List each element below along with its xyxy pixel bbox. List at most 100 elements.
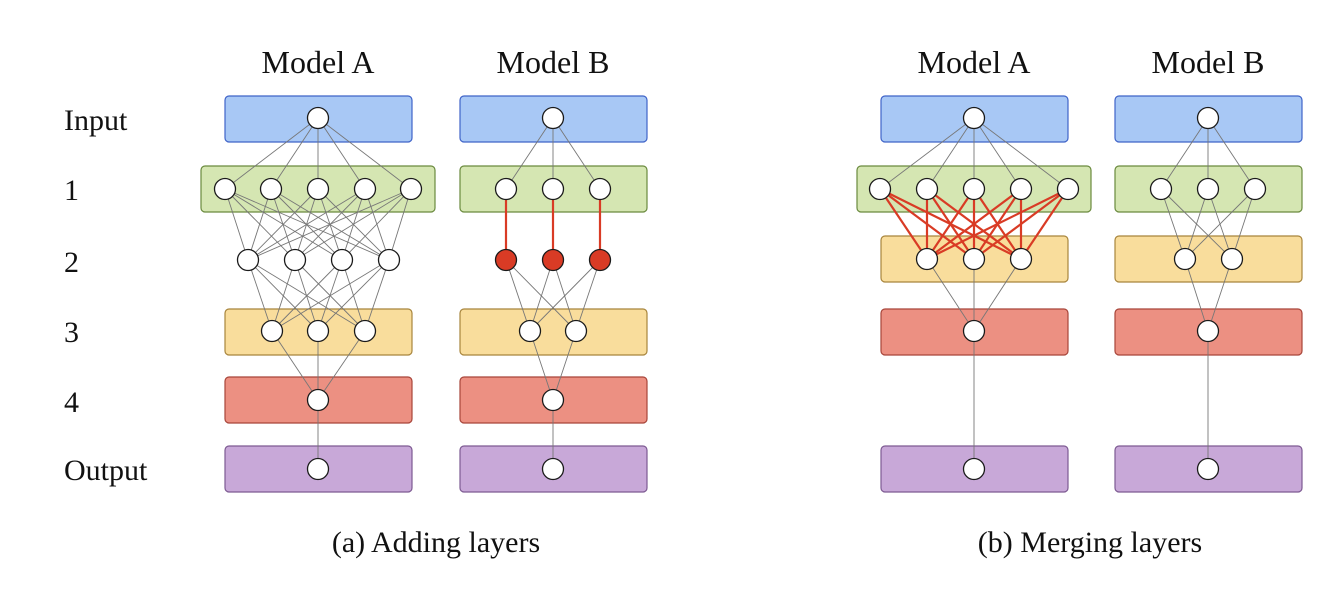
connection-edge (1184, 188, 1256, 260)
neuron-node (915, 177, 939, 201)
neuron-node (1009, 247, 1033, 271)
added-neuron-node (541, 248, 565, 272)
neuron-node (1056, 177, 1080, 201)
neuron-node (1196, 177, 1220, 201)
neuron-node (541, 457, 565, 481)
neuron-node (306, 106, 330, 130)
connection-edge (575, 259, 601, 332)
neuron-node (518, 319, 542, 343)
neuron-node (564, 319, 588, 343)
neuron-node (868, 177, 892, 201)
neuron-node (541, 388, 565, 412)
neuron-node (962, 177, 986, 201)
added-neuron-node (494, 248, 518, 272)
panel-a-caption: (a) Adding layers (332, 526, 540, 559)
connection-edge (364, 259, 390, 332)
neuron-node (259, 177, 283, 201)
connection-edge (973, 117, 1022, 190)
neuron-node (1196, 457, 1220, 481)
connection-edge (926, 258, 975, 332)
connection-edge (247, 188, 272, 261)
connection-edge (294, 188, 412, 261)
neuron-node (1243, 177, 1267, 201)
row-label-output: Output (64, 454, 148, 487)
connection-edge (247, 259, 319, 332)
neuron-node (588, 177, 612, 201)
connection-edge (529, 259, 601, 332)
neuron-node (1149, 177, 1173, 201)
panel-b-caption: (b) Merging layers (978, 526, 1202, 559)
neuron-node (962, 457, 986, 481)
connection-edge (505, 259, 577, 332)
connection-edge (1207, 117, 1256, 190)
neuron-node (541, 106, 565, 130)
neuron-node (1196, 106, 1220, 130)
row-label-input: Input (64, 104, 128, 137)
panel-a-model-a-header: Model A (262, 44, 375, 80)
connection-edge (529, 259, 554, 332)
connection-edge (317, 330, 366, 401)
neuron-node (1196, 319, 1220, 343)
merged-layer-edge (926, 188, 1069, 260)
row-label-2: 2 (64, 246, 79, 279)
panel-a-model-b-header: Model B (497, 44, 610, 80)
neuron-node (330, 248, 354, 272)
neuron-node (283, 248, 307, 272)
merged-layer-edge (973, 188, 1069, 260)
layer-box-3 (459, 308, 648, 356)
connection-edge (388, 188, 412, 261)
connection-edge (879, 117, 975, 190)
connection-edge (247, 259, 273, 332)
neuron-node (541, 177, 565, 201)
neuron-node (306, 319, 330, 343)
connection-edge (552, 330, 577, 401)
connection-edge (224, 117, 319, 190)
neuron-node (399, 177, 423, 201)
connection-edge (505, 117, 554, 190)
merged-layer-edge (1020, 188, 1069, 260)
connection-edge (973, 258, 1022, 332)
connection-edge (341, 188, 412, 261)
connection-edge (247, 188, 319, 261)
connection-edge (271, 330, 319, 401)
neuron-node (494, 177, 518, 201)
connection-edge (317, 259, 390, 332)
connection-edge (271, 259, 296, 332)
neuron-node (377, 248, 401, 272)
connection-edge (926, 117, 975, 190)
connection-edge (1160, 188, 1186, 260)
neuron-node (213, 177, 237, 201)
connection-edge (224, 188, 249, 261)
panel-b-model-a-header: Model A (918, 44, 1031, 80)
connection-edge (224, 188, 296, 261)
neuron-node (962, 106, 986, 130)
neuron-node (1220, 247, 1244, 271)
added-neuron-node (588, 248, 612, 272)
connection-edge (271, 259, 343, 332)
neuron-node (962, 247, 986, 271)
connection-edge (552, 117, 601, 190)
connection-edge (247, 188, 412, 261)
panel-b-model-b-header: Model B (1152, 44, 1265, 80)
neuron-node (962, 319, 986, 343)
connection-edge (317, 117, 412, 190)
merged-layer-edge (879, 188, 928, 260)
neuron-node (306, 177, 330, 201)
neuron-node (306, 388, 330, 412)
connection-edge (1207, 258, 1233, 332)
connection-edge (1184, 188, 1209, 260)
neuron-node (1173, 247, 1197, 271)
connection-edge (1160, 117, 1209, 190)
connection-edge (973, 117, 1069, 190)
connection-edge (247, 188, 366, 261)
neuron-node (306, 457, 330, 481)
row-label-1: 1 (64, 174, 79, 207)
row-label-4: 4 (64, 386, 79, 419)
connection-edge (317, 117, 366, 190)
merged-layer-edge (926, 188, 1022, 260)
neuron-node (353, 177, 377, 201)
neuron-node (1009, 177, 1033, 201)
neuron-node (915, 247, 939, 271)
connection-edge (505, 259, 531, 332)
